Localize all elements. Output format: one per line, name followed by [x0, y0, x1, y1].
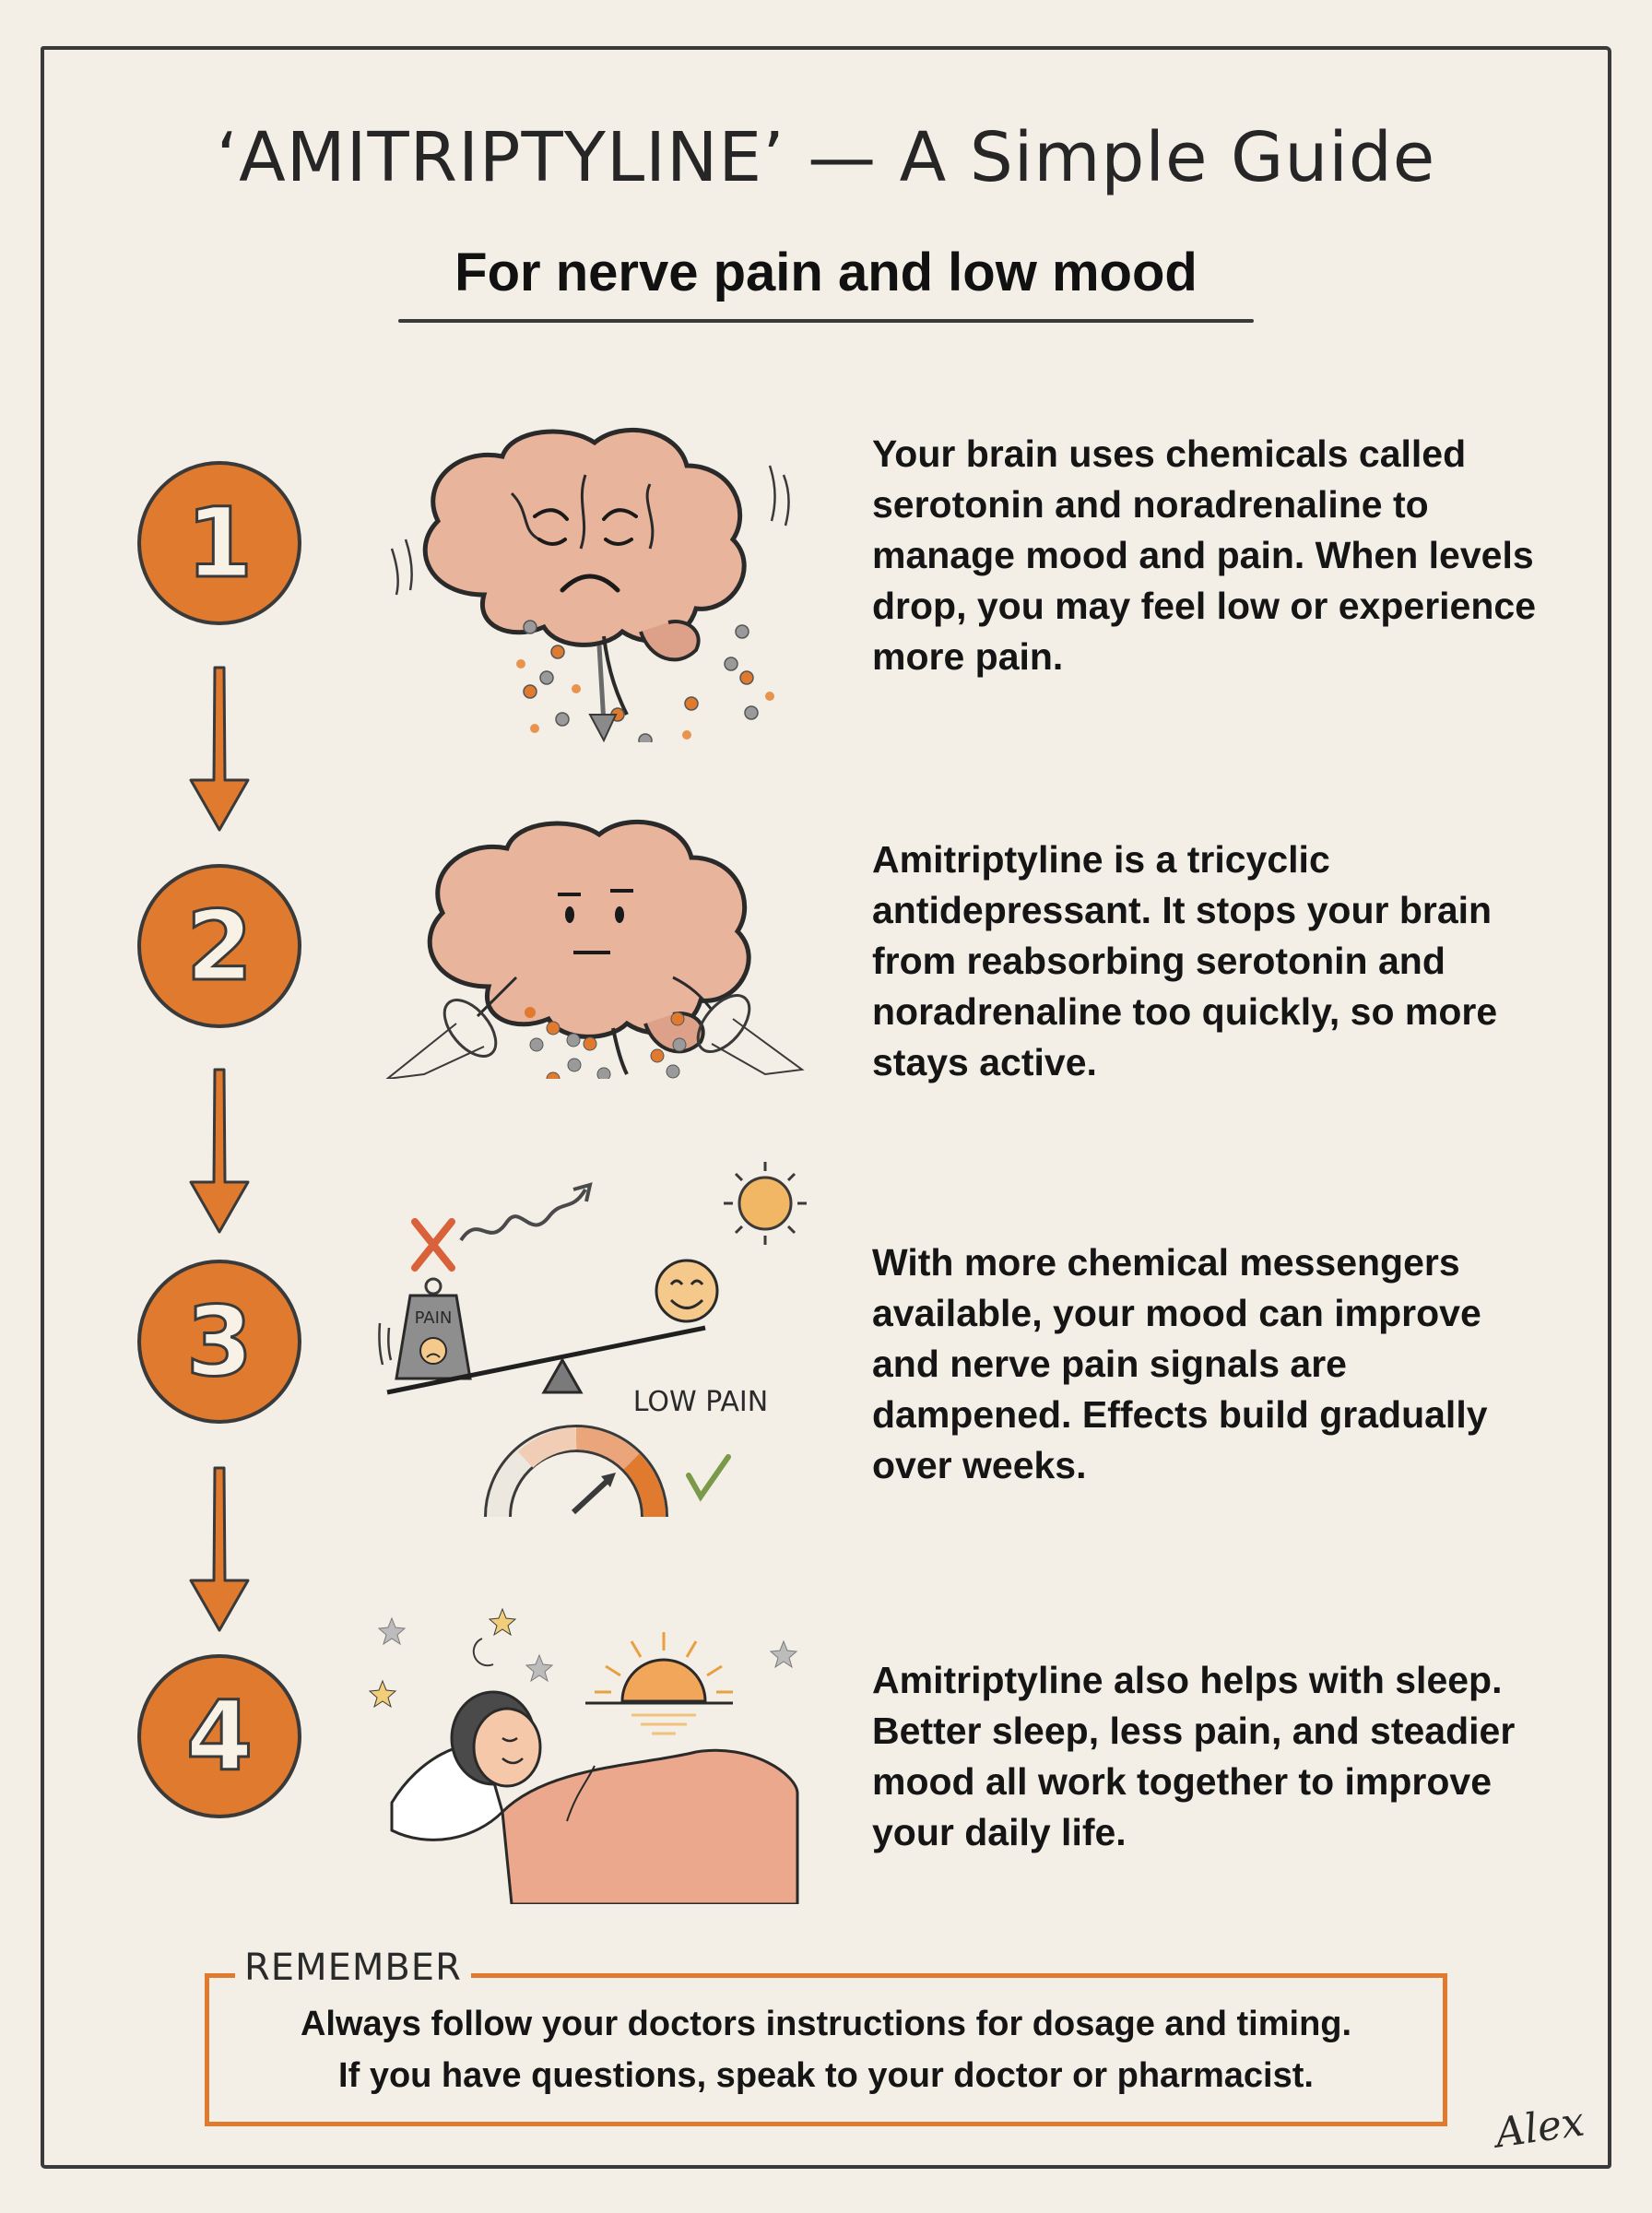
pain-weight-icon: PAIN: [395, 1277, 472, 1380]
chemical-dots: [516, 620, 774, 742]
remember-label: REMEMBER: [235, 1947, 471, 1989]
gauge-label: LOW PAIN: [633, 1386, 768, 1418]
pain-gauge-icon: [484, 1425, 668, 1518]
down-arrow-icon: [189, 666, 250, 832]
check-icon: [686, 1454, 731, 1502]
step-3-badge: 3: [137, 1260, 301, 1424]
stars-icon: [368, 1607, 798, 1709]
step-4-number: 4: [184, 1680, 254, 1793]
net-left-icon: [385, 976, 518, 1079]
page-frame: [41, 46, 1611, 2169]
sleeping-person-illustration: [368, 1607, 799, 1904]
seesaw-plank: [386, 1325, 706, 1395]
remember-line-2: If you have questions, speak to your doc…: [338, 2056, 1314, 2095]
step-3-number: 3: [184, 1285, 254, 1398]
step-3-text: With more chemical messengers available,…: [872, 1241, 1488, 1486]
down-arrow-icon: [189, 1466, 250, 1632]
sun-icon: [724, 1162, 807, 1245]
step-2-badge: 2: [137, 864, 301, 1028]
happy-face-icon: [655, 1259, 719, 1323]
step-2-number: 2: [184, 890, 254, 1002]
sunrise-icon: [585, 1632, 733, 1735]
remember-box: REMEMBER Always follow your doctors inst…: [205, 1947, 1447, 2126]
step-4-badge: 4: [137, 1654, 301, 1818]
down-arrow-icon: [596, 645, 607, 725]
step-1-badge: 1: [137, 461, 301, 625]
seesaw-fulcrum: [541, 1356, 584, 1394]
step-2-text: Amitriptyline is a tricyclic antidepress…: [872, 838, 1498, 1083]
remember-line-1: Always follow your doctors instructions …: [300, 2005, 1352, 2043]
step-4-text: Amitriptyline also helps with sleep. Bet…: [872, 1659, 1516, 1853]
net-right-icon: [672, 976, 805, 1076]
brain-with-nets-illustration: [385, 819, 805, 1079]
step-1-number: 1: [184, 487, 254, 599]
x-mark-icon: [411, 1218, 455, 1272]
subtitle-underline: [398, 319, 1254, 323]
brain-icon: [422, 427, 747, 716]
step-1-text: Your brain uses chemicals called seroton…: [872, 432, 1537, 678]
page-subtitle: For nerve pain and low mood: [454, 243, 1198, 302]
brain-icon: [427, 819, 751, 1075]
svg-text:PAIN: PAIN: [415, 1308, 453, 1328]
sad-brain-illustration: [390, 427, 790, 742]
seesaw-gauge-illustration: PAIN LOW PAIN: [378, 1162, 807, 1518]
remember-text: Always follow your doctors instructions …: [209, 1998, 1443, 2101]
down-arrow-icon: [189, 1068, 250, 1234]
person-icon: [390, 1690, 799, 1904]
moon-icon: [472, 1638, 494, 1667]
page-title: ‘AMITRIPTYLINE’ — A Simple Guide: [216, 118, 1436, 197]
trend-up-icon: [459, 1188, 587, 1242]
